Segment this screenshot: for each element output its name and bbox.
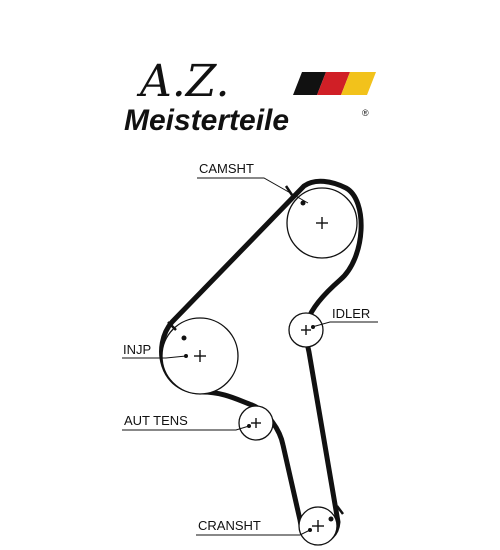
injection-pump-leader [122, 355, 187, 359]
camshaft-callout: CAMSHT [197, 161, 309, 204]
idler-pointer-dot [311, 325, 315, 329]
camshaft-pulley [286, 187, 358, 259]
crankshaft-leader [196, 529, 311, 536]
logo-wordmark: Meisterteile [124, 104, 289, 137]
injection-pump-callout: INJP [122, 342, 188, 359]
auto-tensioner-callout: AUT TENS [122, 413, 251, 431]
auto-tensioner-pulley [238, 405, 274, 441]
flag-stripe-black [293, 72, 326, 95]
flag-stripe-gold [341, 72, 376, 95]
crankshaft-pointer-dot [308, 528, 312, 532]
idler-callout: IDLER [311, 306, 378, 329]
camshaft-leader [197, 177, 309, 204]
auto-tensioner-leader [122, 425, 250, 431]
idler-label: IDLER [332, 306, 370, 321]
camshaft-mark-dot [300, 200, 306, 206]
crankshaft-pulley [298, 506, 338, 546]
crankshaft-mark-dot [328, 516, 334, 522]
injection-pump-timing-mark [167, 321, 177, 331]
injection-pump-mark-dot [181, 335, 187, 341]
crankshaft-callout: CRANSHT [196, 518, 312, 536]
brand-logo: A.Z. Meisterteile ® [124, 56, 376, 137]
auto-tensioner-label: AUT TENS [124, 413, 188, 428]
flag-stripe-red [317, 72, 350, 95]
injection-pump-pointer-dot [184, 354, 188, 358]
crankshaft-timing-mark [336, 505, 344, 515]
registered-mark: ® [362, 108, 369, 118]
camshaft-label: CAMSHT [199, 161, 254, 176]
flag-stripes [293, 72, 376, 95]
crankshaft-label: CRANSHT [198, 518, 261, 533]
idler-pulley [288, 312, 324, 348]
idler-leader [311, 321, 378, 328]
injection-pump-label: INJP [123, 342, 151, 357]
auto-tensioner-pointer-dot [247, 424, 251, 428]
injection-pump-pulley [161, 317, 239, 395]
logo-initials: A.Z. [136, 56, 230, 107]
